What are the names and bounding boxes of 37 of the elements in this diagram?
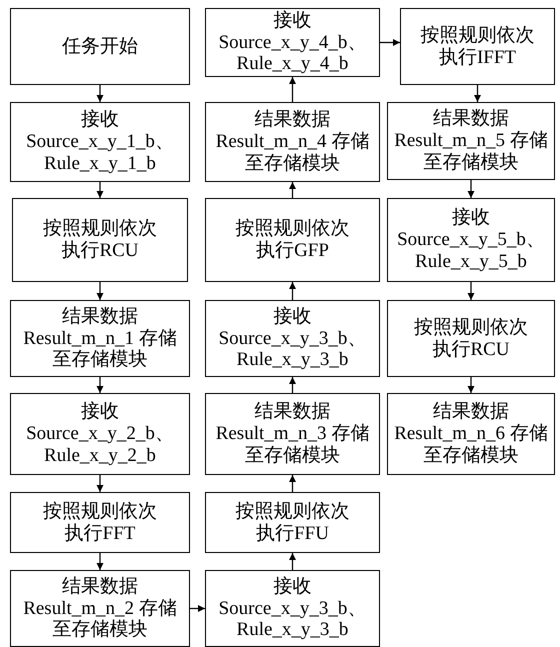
process-box: 任务开始 [10, 8, 190, 85]
arrow [468, 377, 474, 393]
arrow [96, 182, 104, 198]
process-box: 结果数据 Result_m_n_3 存储至存储模块 [205, 393, 380, 475]
arrow [96, 553, 104, 570]
process-box: 按照规则依次执行FFT [10, 492, 190, 553]
arrow [96, 85, 104, 102]
arrow [380, 39, 400, 46]
process-box: 结果数据 Result_m_n_2 存储至存储模块 [10, 570, 190, 647]
arrow [289, 377, 296, 393]
arrow [190, 605, 205, 612]
process-box: 接收 Source_x_y_1_b、 Rule_x_y_1_b [10, 102, 190, 182]
process-box: 按照规则依次执行FFU [205, 492, 380, 553]
arrow [96, 282, 104, 300]
arrow [96, 475, 104, 492]
process-box: 接收 Source_x_y_4_b、 Rule_x_y_4_b [205, 8, 380, 77]
process-box: 结果数据 Result_m_n_5 存储至存储模块 [387, 102, 555, 180]
arrow [468, 180, 474, 198]
arrow [474, 85, 481, 102]
process-box: 结果数据 Result_m_n_1 存储至存储模块 [10, 300, 190, 377]
process-box: 按照规则依次执行RCU [12, 198, 188, 282]
process-box: 按照规则依次执行IFFT [400, 8, 555, 85]
arrow [289, 553, 296, 570]
process-box: 接收 Source_x_y_3_b、 Rule_x_y_3_b [205, 570, 380, 647]
process-box: 结果数据 Result_m_n_4 存储至存储模块 [205, 102, 380, 182]
process-box: 接收 Source_x_y_2_b、 Rule_x_y_2_b [10, 393, 190, 475]
arrow [96, 377, 104, 393]
arrow [289, 282, 296, 300]
arrow [289, 77, 296, 102]
arrow [468, 282, 474, 300]
process-box: 接收 Source_x_y_5_b、 Rule_x_y_5_b [387, 198, 555, 282]
arrow [289, 182, 296, 198]
arrow [289, 475, 296, 492]
process-box: 按照规则依次执行RCU [387, 300, 555, 377]
process-box: 按照规则依次执行GFP [205, 198, 380, 282]
process-box: 结果数据 Result_m_n_6 存储至存储模块 [387, 393, 555, 475]
process-box: 接收 Source_x_y_3_b、 Rule_x_y_3_b [205, 300, 380, 377]
